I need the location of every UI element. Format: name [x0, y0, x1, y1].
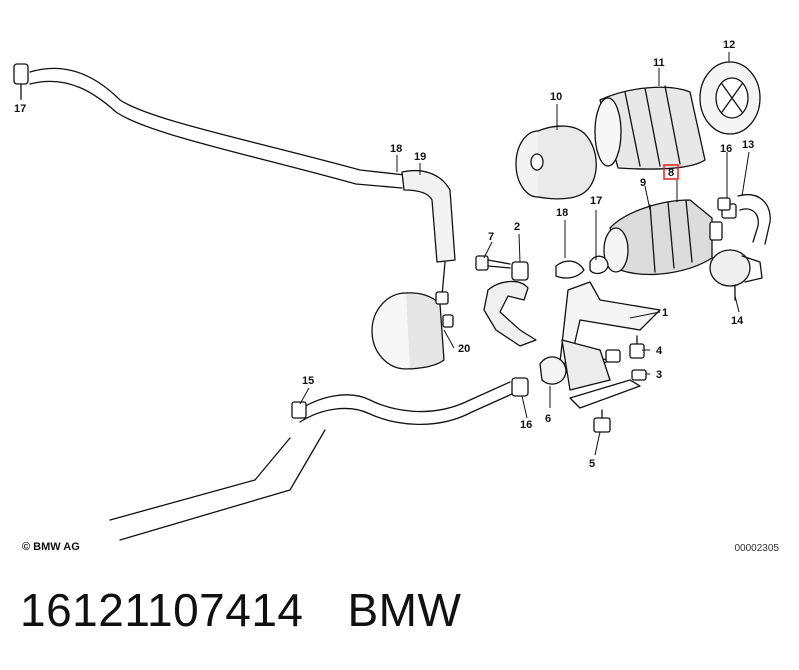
callout-18-top: 18 — [390, 143, 402, 155]
callout-8: 8 — [668, 167, 674, 179]
callout-4: 4 — [656, 345, 663, 357]
hex-bolt — [475, 255, 511, 271]
callout-14: 14 — [731, 315, 744, 327]
plastic-clip — [539, 356, 567, 385]
callout-19: 19 — [414, 151, 426, 163]
fuel-line-bottom — [109, 377, 529, 541]
isolator-mount — [593, 409, 611, 433]
hose-clip — [589, 255, 609, 275]
callout-12: 12 — [723, 39, 735, 51]
short-hose — [721, 194, 771, 245]
bellows-sleeve — [594, 85, 706, 170]
hose-elbow — [401, 169, 456, 297]
callout-16-bottom: 16 — [520, 419, 532, 431]
callout-5: 5 — [589, 458, 595, 470]
callout-7: 7 — [488, 231, 494, 243]
part-caption: 16121107414 BMW — [20, 583, 461, 637]
callout-17-top: 17 — [14, 103, 26, 115]
callout-17-mid: 17 — [590, 195, 602, 207]
pressure-damper — [709, 249, 763, 301]
callout-16-top: 16 — [720, 143, 732, 155]
connector-hose — [555, 260, 585, 279]
callout-2: 2 — [514, 221, 520, 233]
callout-18-mid: 18 — [556, 207, 568, 219]
callout-1: 1 — [662, 307, 668, 319]
callout-3: 3 — [656, 369, 662, 381]
callout-6: 6 — [545, 413, 551, 425]
mounting-bracket — [559, 281, 661, 391]
rubber-cap — [515, 125, 597, 200]
rubber-mount — [605, 335, 645, 363]
callout-13: 13 — [742, 139, 754, 151]
damper-cap — [371, 291, 454, 370]
copyright-notice: © BMW AG — [22, 541, 80, 553]
callout-10: 10 — [550, 91, 562, 103]
fuel-line-top — [13, 63, 406, 189]
holder-clamp — [483, 261, 537, 347]
callout-15: 15 — [302, 375, 314, 387]
hose-clip-top — [717, 197, 731, 211]
fuel-filter — [603, 199, 723, 276]
diagram-number: 00002305 — [734, 543, 780, 554]
callout-8-highlight-box — [663, 164, 679, 180]
mount-ring — [699, 61, 761, 135]
part-number: 16121107414 — [20, 584, 304, 636]
callout-20: 20 — [458, 343, 470, 355]
parts-diagram: 17 10 11 12 8 9 16 13 14 18 17 7 2 18 19… — [13, 39, 771, 541]
callout-9: 9 — [640, 177, 646, 189]
brand-name: BMW — [347, 584, 462, 636]
callout-11: 11 — [653, 57, 665, 69]
lower-bracket — [569, 369, 647, 409]
